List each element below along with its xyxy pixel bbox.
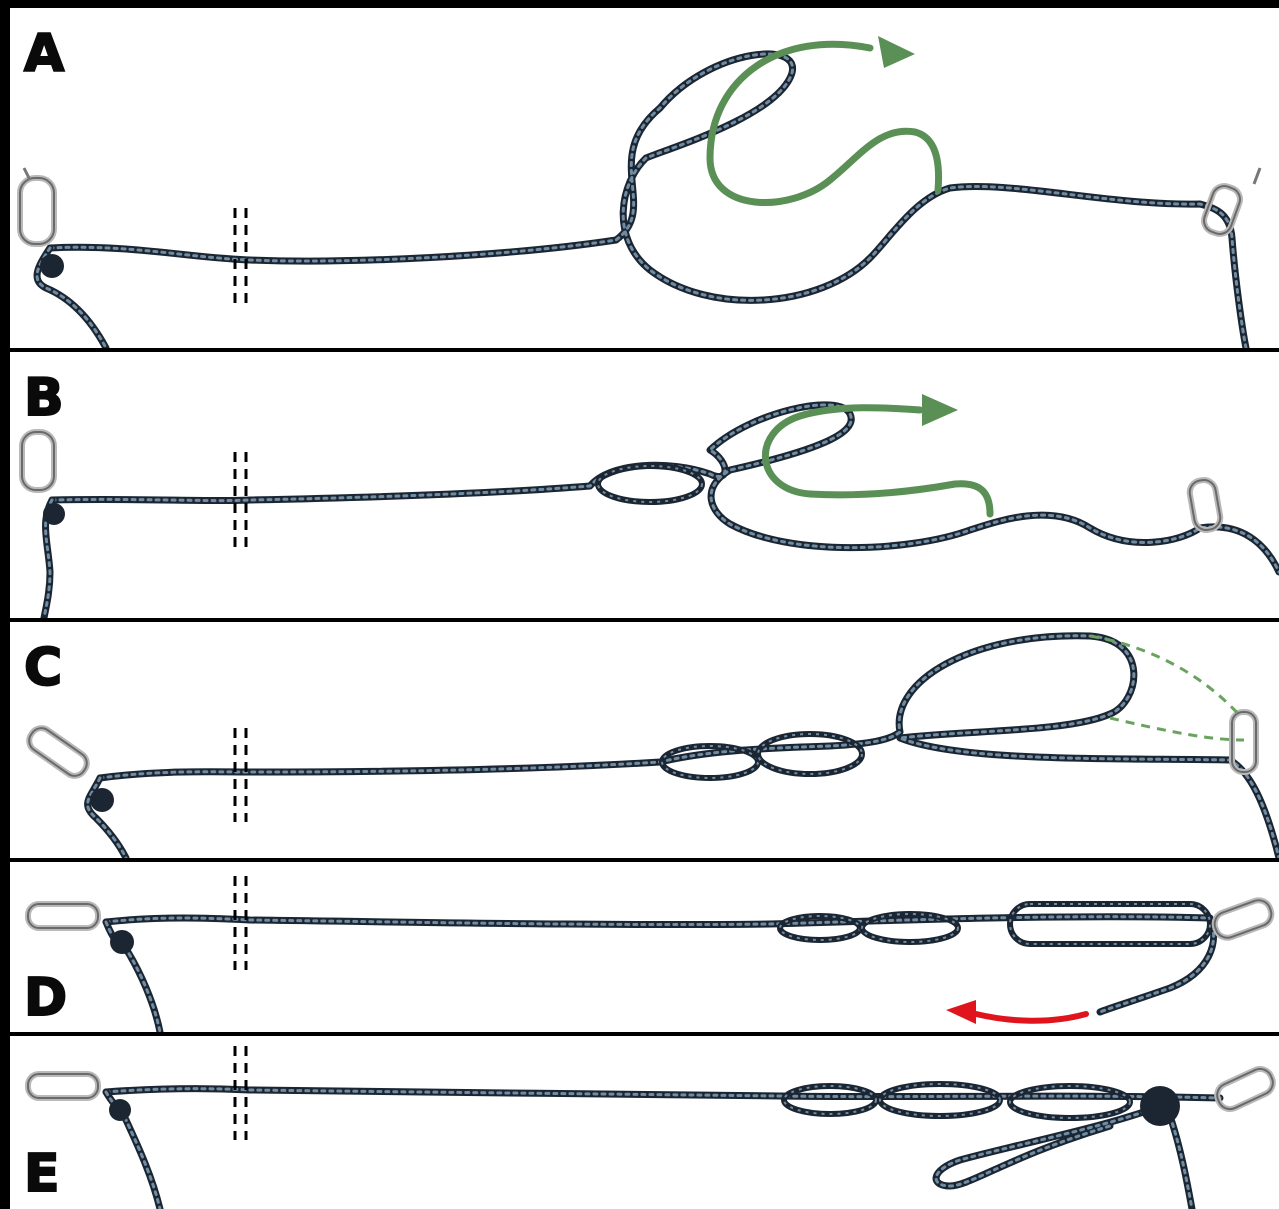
left-carabiner-icon (22, 432, 54, 490)
panel-d-drawing (10, 862, 1279, 1032)
rope (37, 54, 1246, 348)
panel-label: C (24, 642, 62, 694)
panel-d: D (10, 862, 1279, 1032)
panel-c-drawing (10, 622, 1279, 858)
panel-e: E (10, 1036, 1279, 1209)
panel-e-drawing (10, 1036, 1279, 1209)
pull-arrow-icon (946, 1000, 1086, 1024)
panel-b: B (10, 352, 1279, 618)
rope (106, 904, 1214, 1032)
right-carabiner-icon (1211, 897, 1274, 941)
panel-b-drawing (10, 352, 1279, 618)
right-carabiner-icon (1188, 478, 1222, 532)
panel-a-drawing (10, 8, 1279, 348)
panel-a: A (10, 8, 1279, 348)
rope-break-icon (235, 208, 246, 303)
panel-label: B (24, 372, 64, 424)
rope (88, 636, 1279, 858)
panel-label: E (24, 1148, 60, 1200)
left-carabiner-icon (20, 168, 54, 244)
right-carabiner-icon (1201, 168, 1260, 237)
left-carabiner-icon (25, 724, 91, 780)
rope (43, 405, 1279, 618)
panel-c: C (10, 622, 1279, 858)
right-carabiner-icon (1213, 1065, 1277, 1113)
panel-label: D (24, 972, 67, 1024)
left-carabiner-icon (28, 904, 98, 928)
panel-label: A (24, 28, 64, 80)
rope (106, 1084, 1220, 1209)
dashed-guide-icon (1090, 636, 1244, 740)
left-carabiner-icon (28, 1074, 98, 1098)
